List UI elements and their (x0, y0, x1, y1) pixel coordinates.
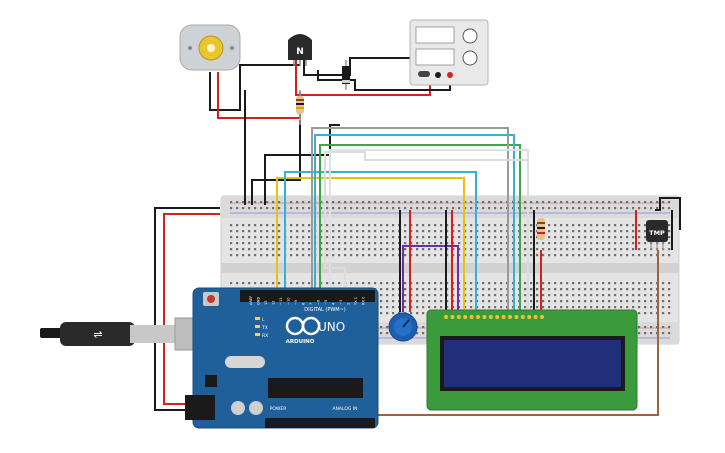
digital-pin-label: 12 (272, 300, 276, 305)
lcd-pin[interactable] (476, 315, 480, 319)
lcd-pin[interactable] (514, 315, 519, 319)
lcd-16x2-icon[interactable] (426, 309, 638, 411)
power-header-label: POWER (270, 406, 287, 412)
dc-motor-icon[interactable] (179, 24, 241, 71)
l-led-label: L (262, 317, 265, 323)
temperature-sensor-icon[interactable]: TMP (646, 220, 668, 250)
sensor-label: TMP (649, 229, 665, 237)
digital-pin-label: ~10 (287, 297, 291, 305)
digital-header-label: DIGITAL (PWM~) (304, 307, 346, 313)
transistor-label: N (296, 47, 304, 57)
diode-icon[interactable] (342, 60, 350, 90)
board-resistor-icon[interactable] (537, 218, 545, 240)
bench-power-supply-icon[interactable] (409, 19, 489, 86)
arduino-uno-icon[interactable]: UNO ARDUINO DIGITAL (PWM~) POWER ANALOG … (185, 287, 379, 429)
digital-pin-label: ~5 (324, 300, 328, 305)
analog-header-label: ANALOG IN (332, 406, 357, 412)
tx-led-label: TX (261, 325, 268, 331)
lcd-pin[interactable] (456, 315, 461, 319)
lcd-pin[interactable] (444, 315, 448, 319)
lcd-pin[interactable] (508, 315, 512, 319)
arduino-logo (285, 316, 321, 336)
arduino-brand-label: ARDUINO (286, 339, 315, 345)
lcd-pin[interactable] (469, 315, 474, 319)
lcd-pin[interactable] (501, 315, 506, 319)
lcd-pin[interactable] (527, 315, 532, 319)
digital-pin-label: ~3 (339, 300, 343, 305)
digital-pin-label: 8 (302, 302, 306, 305)
lcd-pin[interactable] (533, 315, 538, 319)
digital-pin-label: RX 0 (362, 296, 366, 305)
arduino-model-label: UNO (318, 320, 345, 334)
digital-pin-label: 2 (347, 303, 351, 305)
breadboard-holes (230, 201, 671, 335)
npn-transistor-icon[interactable]: N (288, 34, 312, 66)
digital-pin-label: 7 (309, 303, 313, 305)
lcd-wiring (276, 127, 681, 312)
rx-led-label: RX (262, 333, 268, 339)
resistor-icon[interactable] (296, 90, 304, 125)
lcd-pin[interactable] (520, 315, 525, 319)
digital-pin-label: 13 (264, 300, 268, 305)
lcd-pin[interactable] (540, 315, 544, 319)
digital-pin-label: ~11 (279, 297, 283, 305)
lcd-pin[interactable] (482, 315, 487, 319)
digital-pin-label: 4 (332, 302, 336, 305)
digital-pin-label: TX 1 (354, 297, 358, 306)
digital-pin-label: ~6 (317, 299, 321, 305)
lcd-pin[interactable] (488, 315, 493, 319)
lcd-pin[interactable] (495, 315, 500, 319)
usb-cable-icon[interactable]: ⇌ (40, 317, 214, 351)
lcd-pin[interactable] (463, 315, 468, 319)
digital-pin-label: AREF (249, 296, 253, 305)
potentiometer-icon[interactable] (388, 312, 418, 342)
digital-pin-label: GND (257, 297, 261, 305)
lcd-pin-header (444, 315, 544, 319)
svg-text:⇌: ⇌ (93, 328, 102, 341)
lcd-pin[interactable] (450, 315, 455, 319)
digital-pin-label: ~9 (294, 299, 298, 305)
